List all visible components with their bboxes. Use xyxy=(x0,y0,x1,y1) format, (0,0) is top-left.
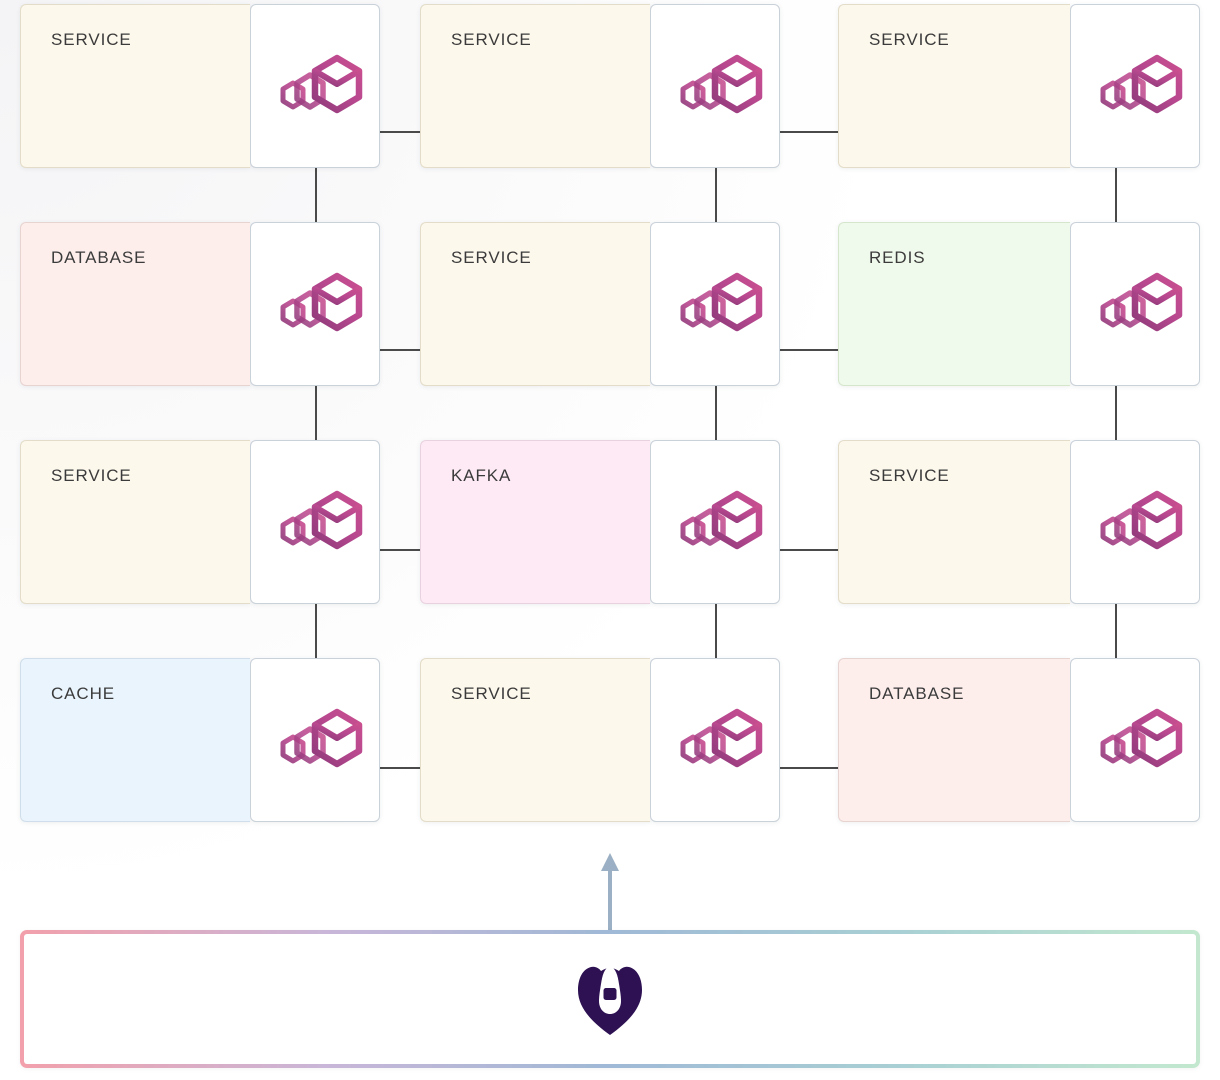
stacked-cube-icon[interactable] xyxy=(650,440,780,604)
node-label: SERVICE xyxy=(451,684,532,703)
connection-edge xyxy=(715,604,717,660)
node-body: SERVICE xyxy=(838,4,1070,168)
node-body: KAFKA xyxy=(420,440,650,604)
node-label: DATABASE xyxy=(869,684,965,703)
node-label: SERVICE xyxy=(451,30,532,49)
node-body: SERVICE xyxy=(20,4,250,168)
node-body: DATABASE xyxy=(838,658,1070,822)
node-body: REDIS xyxy=(838,222,1070,386)
gradient-footer-panel[interactable] xyxy=(20,930,1200,1068)
connection-edge xyxy=(715,386,717,442)
stacked-cube-icon[interactable] xyxy=(650,4,780,168)
connection-edge xyxy=(315,604,317,660)
node-body: DATABASE xyxy=(20,222,250,386)
stacked-cube-icon[interactable] xyxy=(1070,440,1200,604)
graph-node-database[interactable]: DATABASE xyxy=(20,222,380,386)
node-body: SERVICE xyxy=(420,222,650,386)
node-label: SERVICE xyxy=(51,30,132,49)
node-body: SERVICE xyxy=(420,658,650,822)
stacked-cube-icon[interactable] xyxy=(1070,658,1200,822)
node-body: SERVICE xyxy=(20,440,250,604)
node-label: SERVICE xyxy=(869,30,950,49)
node-label: SERVICE xyxy=(869,466,950,485)
node-label: SERVICE xyxy=(451,248,532,267)
stacked-cube-icon[interactable] xyxy=(650,658,780,822)
connection-edge xyxy=(315,168,317,224)
graph-node-service[interactable]: SERVICE xyxy=(420,4,780,168)
connection-edge xyxy=(1115,386,1117,442)
node-body: SERVICE xyxy=(420,4,650,168)
stacked-cube-icon[interactable] xyxy=(250,4,380,168)
stacked-cube-icon[interactable] xyxy=(250,658,380,822)
stacked-cube-icon[interactable] xyxy=(1070,222,1200,386)
graph-node-redis[interactable]: REDIS xyxy=(838,222,1200,386)
stacked-cube-icon[interactable] xyxy=(650,222,780,386)
stacked-cube-icon[interactable] xyxy=(250,440,380,604)
graph-node-service[interactable]: SERVICE xyxy=(420,658,780,822)
node-body: SERVICE xyxy=(838,440,1070,604)
graph-node-service[interactable]: SERVICE xyxy=(20,4,380,168)
node-label: SERVICE xyxy=(51,466,132,485)
graph-node-service[interactable]: SERVICE xyxy=(838,4,1200,168)
bear-head-logo xyxy=(570,950,650,1035)
graph-node-database[interactable]: DATABASE xyxy=(838,658,1200,822)
graph-node-service[interactable]: SERVICE xyxy=(20,440,380,604)
graph-node-kafka[interactable]: KAFKA xyxy=(420,440,780,604)
graph-node-service[interactable]: SERVICE xyxy=(838,440,1200,604)
upward-flow-arrow xyxy=(600,853,620,933)
connection-edge xyxy=(1115,604,1117,660)
graph-node-cache[interactable]: CACHE xyxy=(20,658,380,822)
stacked-cube-icon[interactable] xyxy=(250,222,380,386)
connection-edge xyxy=(1115,168,1117,224)
node-body: CACHE xyxy=(20,658,250,822)
stacked-cube-icon[interactable] xyxy=(1070,4,1200,168)
node-label: REDIS xyxy=(869,248,926,267)
node-label: KAFKA xyxy=(451,466,512,485)
graph-node-service[interactable]: SERVICE xyxy=(420,222,780,386)
node-label: CACHE xyxy=(51,684,116,703)
node-label: DATABASE xyxy=(51,248,147,267)
connection-edge xyxy=(715,168,717,224)
connection-edge xyxy=(315,386,317,442)
